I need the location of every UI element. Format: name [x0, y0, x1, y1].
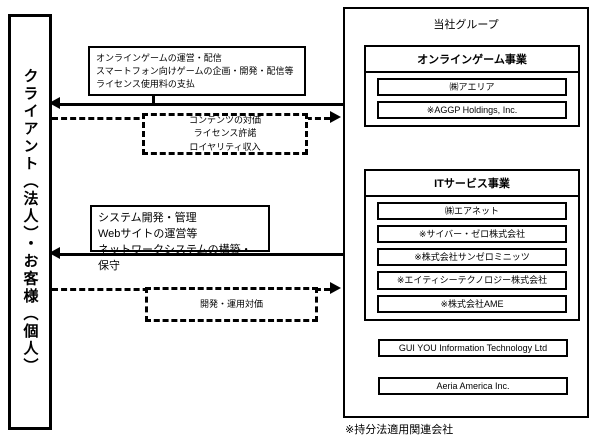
- company-item: ※株式会社サンゼロミニッツ: [377, 248, 567, 267]
- segment-it-service-title: ITサービス事業: [366, 171, 578, 197]
- group-box: 当社グループ オンラインゲーム事業 ㈱アエリア ※AGGP Holdings, …: [343, 7, 589, 418]
- top-service-arrow-line: [60, 103, 343, 106]
- standalone-company-aeria-america: Aeria America Inc.: [378, 377, 568, 395]
- segment-online-game-title: オンラインゲーム事業: [366, 47, 578, 73]
- top-return-arrow-head-right: [330, 111, 341, 123]
- company-item: ㈱エアネット: [377, 202, 567, 221]
- top-service-connector: [152, 94, 155, 104]
- bottom-service-arrow-line: [60, 253, 343, 256]
- client-box: クライアント（法人）・お客様（個人）: [8, 14, 52, 430]
- company-item: ※エイティシーテクノロジー株式会社: [377, 271, 567, 290]
- standalone-company-guiyou: GUI YOU Information Technology Ltd: [378, 339, 568, 357]
- segment-online-game: オンラインゲーム事業 ㈱アエリア ※AGGP Holdings, Inc.: [364, 45, 580, 128]
- segment-it-service: ITサービス事業 ㈱エアネット ※サイバー・ゼロ株式会社 ※株式会社サンゼロミニ…: [364, 169, 580, 321]
- top-service-note: オンラインゲームの運営・配信 スマートフォン向けゲームの企画・開発・配信等 ライ…: [88, 46, 306, 96]
- bottom-service-arrow-head-left: [49, 247, 60, 259]
- group-title: 当社グループ: [433, 19, 499, 31]
- client-label: クライアント（法人）・お客様（個人）: [21, 68, 39, 376]
- bottom-return-arrow-head-right: [330, 282, 341, 294]
- company-item: ㈱アエリア: [377, 78, 567, 97]
- bottom-service-note: システム開発・管理 Webサイトの運営等 ネットワークシステムの構築・保守: [90, 205, 270, 272]
- segment-it-service-companies: ㈱エアネット ※サイバー・ゼロ株式会社 ※株式会社サンゼロミニッツ ※エイティシ…: [366, 197, 578, 319]
- top-service-arrow-head-left: [49, 97, 60, 109]
- company-item: ※株式会社AME: [377, 294, 567, 313]
- footnote: ※持分法適用関連会社: [345, 424, 454, 436]
- company-item: ※AGGP Holdings, Inc.: [377, 101, 567, 120]
- company-item: ※サイバー・ゼロ株式会社: [377, 225, 567, 244]
- bottom-return-note: 開発・運用対価: [145, 287, 318, 322]
- top-return-note: コンテンツの対価 ライセンス許諾 ロイヤリティ収入: [142, 113, 308, 155]
- segment-online-game-companies: ㈱アエリア ※AGGP Holdings, Inc.: [366, 73, 578, 125]
